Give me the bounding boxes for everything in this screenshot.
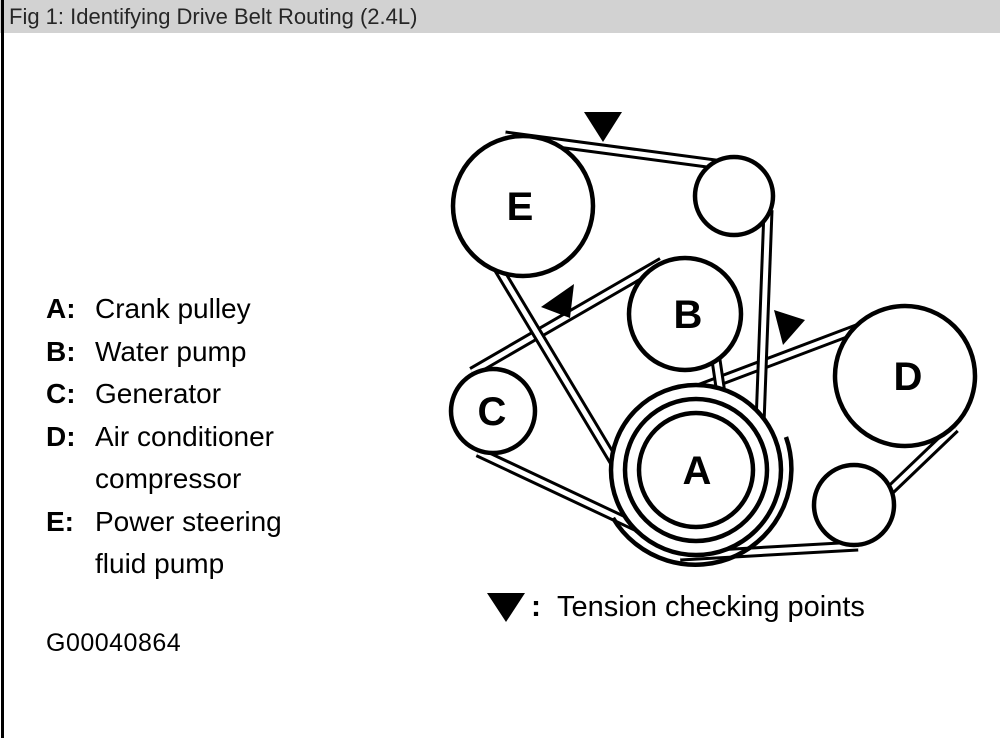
pulley-generator bbox=[448, 366, 538, 456]
legend-key-c: C: bbox=[46, 378, 76, 409]
legend-text-a: Crank pulley bbox=[95, 293, 251, 324]
legend-key-spacer bbox=[46, 458, 95, 501]
legend-text-d-line1: Air conditioner bbox=[95, 420, 274, 452]
legend-text-c: Generator bbox=[95, 378, 222, 409]
legend-row-e2: fluid pump bbox=[46, 543, 282, 586]
tension-marker-right-icon bbox=[774, 310, 805, 345]
legend-text-e-line1: Power steering bbox=[95, 505, 282, 537]
legend-text-e-line2: fluid pump bbox=[95, 548, 225, 579]
title-bar: Fig 1: Identifying Drive Belt Routing (2… bbox=[0, 0, 1000, 33]
pulley-ac-compressor bbox=[832, 303, 978, 449]
crank-belt-wrap-arc bbox=[611, 436, 794, 567]
legend-key-spacer-2 bbox=[46, 543, 95, 586]
legend-text-b: Water pump bbox=[95, 335, 247, 367]
figure-title: Fig 1: Identifying Drive Belt Routing (2… bbox=[9, 3, 418, 29]
legend-row-c: C: Generator bbox=[46, 373, 282, 416]
tension-note-separator: : bbox=[531, 590, 541, 623]
pulley-crank bbox=[636, 410, 756, 530]
tension-note-text: Tension checking points bbox=[557, 591, 865, 623]
pulley-bottom-idler bbox=[811, 462, 897, 548]
belt-generator-waterpump bbox=[469, 257, 730, 537]
scan-left-border bbox=[1, 0, 4, 738]
figure-id: G00040864 bbox=[46, 629, 182, 657]
legend-key-a: A: bbox=[46, 293, 76, 324]
legend-row-d2: compressor bbox=[46, 458, 282, 501]
tension-marker-top-icon bbox=[584, 112, 622, 142]
pulley-power-steering bbox=[450, 133, 596, 279]
pulley-label-A: A bbox=[683, 449, 712, 493]
pulley-label-E: E bbox=[507, 185, 534, 229]
legend-row-d: D: Air conditioner bbox=[46, 416, 282, 459]
legend-row-e: E: Power steering bbox=[46, 501, 282, 544]
pulley-label-B: B bbox=[674, 293, 703, 337]
pulley-label-C: C bbox=[478, 390, 507, 434]
tension-marker-left-icon bbox=[541, 284, 574, 318]
legend-key-d: D: bbox=[46, 420, 76, 452]
pulley-label-D: D bbox=[894, 355, 923, 399]
legend: A: Crank pulley B: Water pump C: Generat… bbox=[46, 288, 282, 586]
legend-key-b: B: bbox=[46, 335, 76, 367]
legend-row-b: B: Water pump bbox=[46, 331, 282, 374]
pulley-water-pump bbox=[626, 255, 744, 373]
tension-marker-icon bbox=[487, 593, 525, 622]
legend-key-e: E: bbox=[46, 505, 74, 537]
pulley-top-idler bbox=[692, 154, 776, 238]
legend-text-d-line2: compressor bbox=[95, 463, 242, 494]
legend-row-a: A: Crank pulley bbox=[46, 288, 282, 331]
tension-note: : Tension checking points bbox=[487, 590, 865, 624]
